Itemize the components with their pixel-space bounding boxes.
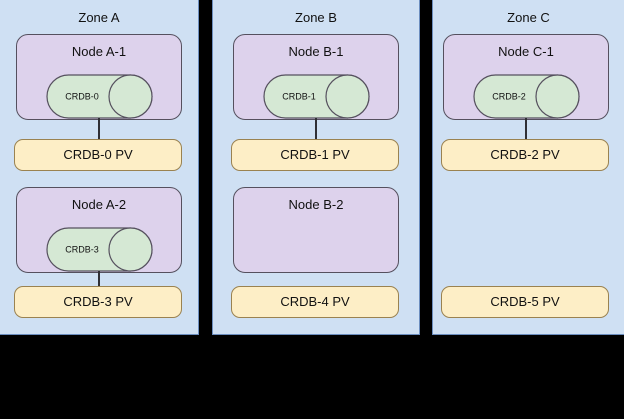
connector-crdb-0	[98, 118, 100, 140]
pv-crdb-3[interactable]: CRDB-3 PV	[14, 286, 182, 318]
pv-crdb-2-label: CRDB-2 PV	[490, 147, 560, 162]
pod-crdb-0[interactable]: CRDB-0	[46, 74, 153, 119]
pod-crdb-1[interactable]: CRDB-1	[263, 74, 370, 119]
node-b-2[interactable]: Node B-2	[233, 187, 399, 273]
pv-crdb-5-label: CRDB-5 PV	[490, 294, 560, 309]
node-a-1-title: Node A-1	[71, 44, 127, 59]
node-c-1-title: Node C-1	[498, 44, 554, 59]
zone-a-title: Zone A	[78, 10, 120, 25]
zone-c-title: Zone C	[507, 10, 550, 25]
pv-crdb-0-label: CRDB-0 PV	[63, 147, 133, 162]
pv-crdb-5[interactable]: CRDB-5 PV	[441, 286, 609, 318]
pv-crdb-3-label: CRDB-3 PV	[63, 294, 133, 309]
node-a-2-title: Node A-2	[71, 197, 127, 212]
pod-crdb-2[interactable]: CRDB-2	[473, 74, 580, 119]
pod-crdb-3[interactable]: CRDB-3	[46, 227, 153, 272]
connector-crdb-3	[98, 271, 100, 292]
pv-crdb-1[interactable]: CRDB-1 PV	[231, 139, 399, 171]
pv-crdb-4[interactable]: CRDB-4 PV	[231, 286, 399, 318]
connector-crdb-2	[525, 118, 527, 140]
zone-b-title: Zone B	[295, 10, 337, 25]
node-b-1-title: Node B-1	[288, 44, 344, 59]
pv-crdb-0[interactable]: CRDB-0 PV	[14, 139, 182, 171]
pv-crdb-4-label: CRDB-4 PV	[280, 294, 350, 309]
connector-crdb-1	[315, 118, 317, 140]
node-b-2-title: Node B-2	[288, 197, 344, 212]
pv-crdb-2[interactable]: CRDB-2 PV	[441, 139, 609, 171]
pv-crdb-1-label: CRDB-1 PV	[280, 147, 350, 162]
